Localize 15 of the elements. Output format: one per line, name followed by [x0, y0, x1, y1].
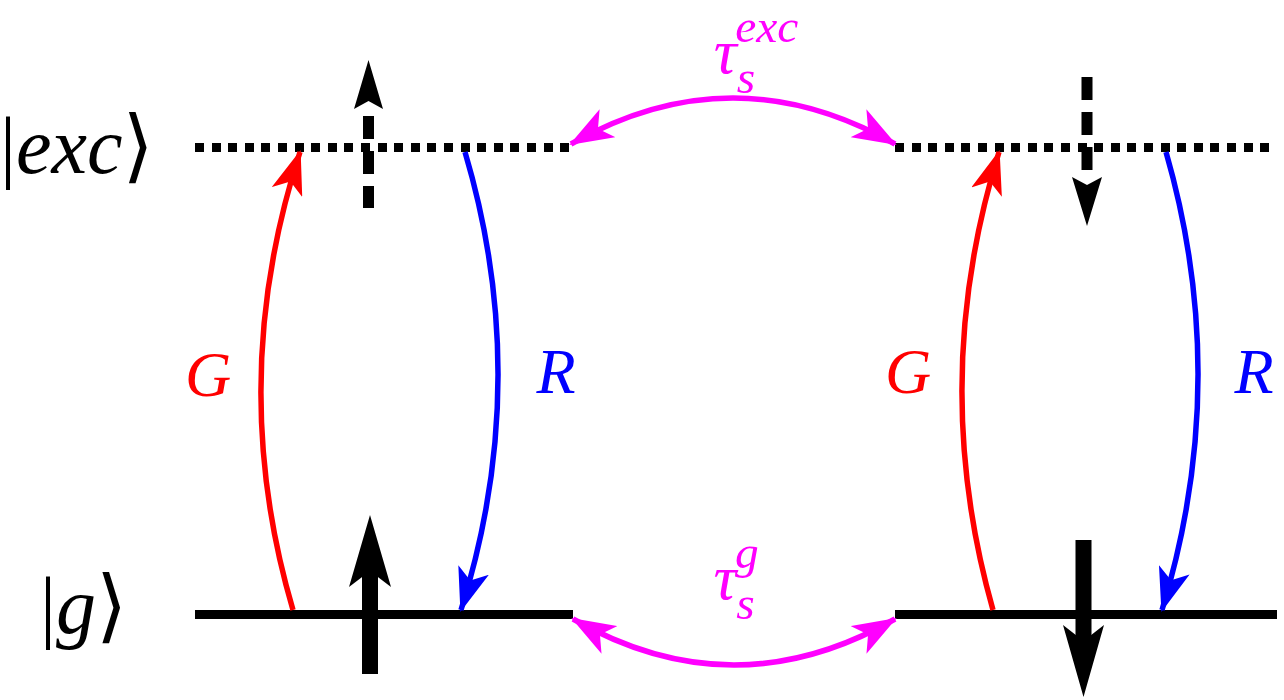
edge-label: G: [884, 335, 932, 409]
curved-arrow: [258, 150, 304, 611]
edge-label: R: [1234, 335, 1274, 409]
energy-level: [195, 610, 573, 619]
energy-level: [895, 610, 1277, 619]
double-headed-arrow: [571, 616, 897, 668]
edge-label: R: [536, 335, 576, 409]
energy-level: [195, 143, 571, 152]
curved-arrow: [457, 151, 501, 612]
state-label: |exc⟩: [0, 101, 154, 192]
curved-arrow: [959, 150, 1003, 611]
double-headed-arrow: [569, 95, 897, 147]
state-label: |g⟩: [40, 561, 128, 652]
edge-label: G: [184, 338, 232, 412]
curved-arrow: [1157, 151, 1201, 612]
